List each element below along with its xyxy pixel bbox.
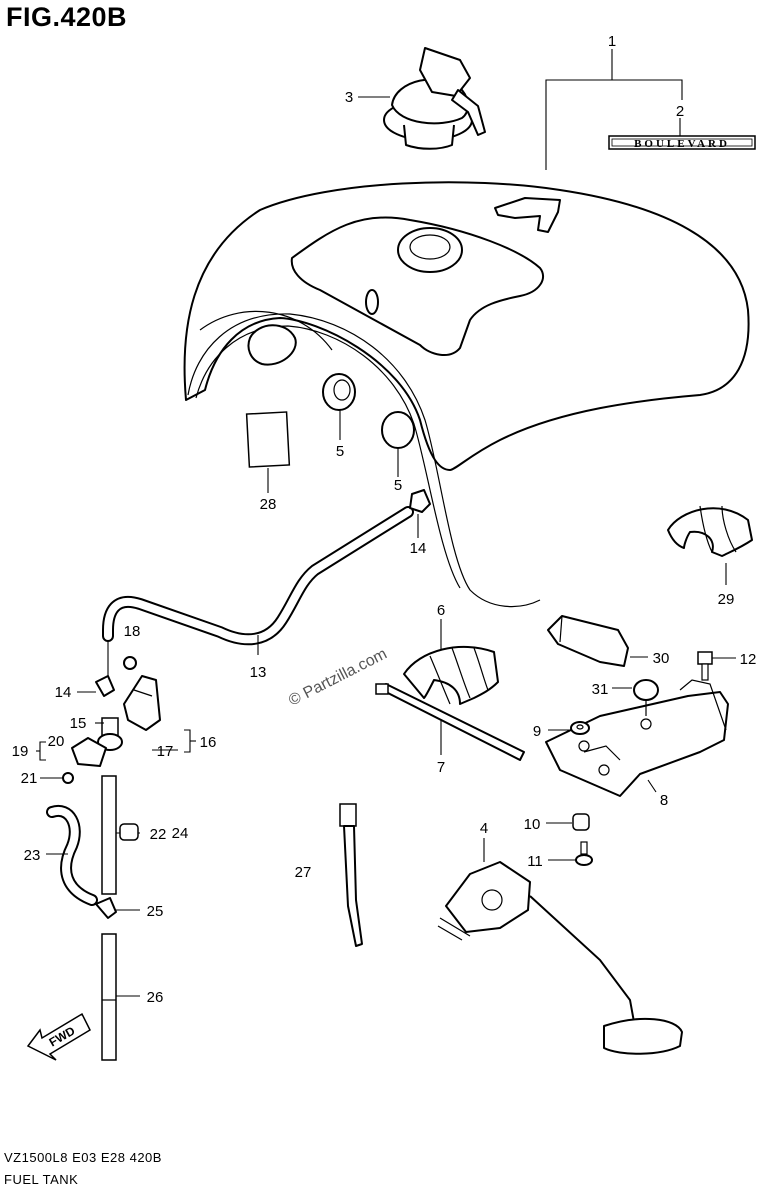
callout-1: 1 <box>608 33 616 50</box>
screw-part[interactable] <box>123 656 137 670</box>
bolt-part[interactable] <box>575 841 593 866</box>
tank-cushion-part[interactable] <box>322 373 356 411</box>
rear-cushion-part[interactable] <box>667 505 753 557</box>
screw-part[interactable] <box>62 772 74 784</box>
callout-30: 30 <box>653 650 670 667</box>
tank-bracket-part[interactable] <box>545 679 729 797</box>
drain-hose-part[interactable] <box>101 933 117 1061</box>
callout-10: 10 <box>524 816 541 833</box>
callout-2: 2 <box>676 103 684 120</box>
clamp-bracket-part[interactable] <box>71 737 107 767</box>
emblem-text: BOULEVARD <box>634 138 730 150</box>
washer-part[interactable] <box>570 721 590 735</box>
seat-cushion-part[interactable] <box>547 615 629 667</box>
boulevard-emblem-part[interactable]: BOULEVARD <box>608 135 756 150</box>
callout-25: 25 <box>147 903 164 920</box>
callout-28: 28 <box>260 496 277 513</box>
callout-14: 14 <box>55 684 72 701</box>
callout-12: 12 <box>740 651 757 668</box>
callout-3: 3 <box>345 89 353 106</box>
joint-part[interactable] <box>95 897 117 919</box>
callout-16: 16 <box>200 734 217 751</box>
callout-19: 19 <box>12 743 29 760</box>
fuel-tank-part[interactable] <box>183 181 750 608</box>
callout-5: 5 <box>394 477 402 494</box>
tank-strap-part[interactable] <box>375 683 525 761</box>
callout-23: 23 <box>24 847 41 864</box>
cable-band-part[interactable] <box>339 803 363 947</box>
clamp-part[interactable] <box>95 675 115 697</box>
callout-20: 20 <box>48 733 65 750</box>
callout-11: 11 <box>527 853 543 870</box>
callout-13: 13 <box>250 664 267 681</box>
model-code: VZ1500L8 E03 E28 420B <box>4 1150 162 1165</box>
callout-17: 17 <box>157 743 174 760</box>
callout-26: 26 <box>147 989 164 1006</box>
callout-27: 27 <box>295 864 312 881</box>
hose-part[interactable] <box>46 805 98 906</box>
callout-9: 9 <box>533 723 541 740</box>
tank-cushion-part[interactable] <box>381 411 415 449</box>
callout-31: 31 <box>592 681 609 698</box>
forward-arrow-icon: FWD <box>26 1012 91 1061</box>
breather-hose-part[interactable] <box>102 506 414 646</box>
figure-title: FIG.420B <box>6 2 128 32</box>
fuel-level-gauge-part[interactable] <box>437 861 683 1055</box>
bump-cushion-part[interactable] <box>633 679 659 716</box>
fuel-cap-part[interactable] <box>383 47 486 150</box>
callout-21: 21 <box>21 770 38 787</box>
tank-rubber-part[interactable] <box>403 645 499 705</box>
callout-5: 5 <box>336 443 344 460</box>
fuel-hose-part[interactable] <box>101 775 117 895</box>
caution-label-part[interactable] <box>245 411 291 468</box>
callout-24: 24 <box>172 825 189 842</box>
valve-part[interactable] <box>97 717 123 751</box>
bolt-part[interactable] <box>697 651 713 681</box>
cushion-part[interactable] <box>119 823 139 841</box>
callout-8: 8 <box>660 792 668 809</box>
callout-29: 29 <box>718 591 735 608</box>
callout-7: 7 <box>437 759 445 776</box>
callout-4: 4 <box>480 820 488 837</box>
hose-clamp-part[interactable] <box>409 489 431 513</box>
callout-14: 14 <box>410 540 427 557</box>
callout-18: 18 <box>124 623 141 640</box>
callout-22: 22 <box>150 826 167 843</box>
callout-6: 6 <box>437 602 445 619</box>
watermark: © Partzilla.com <box>286 645 390 709</box>
rubber-cushion-part[interactable] <box>572 813 590 831</box>
section-name: FUEL TANK <box>4 1172 79 1187</box>
valve-bracket-part[interactable] <box>123 675 161 731</box>
callout-15: 15 <box>70 715 87 732</box>
